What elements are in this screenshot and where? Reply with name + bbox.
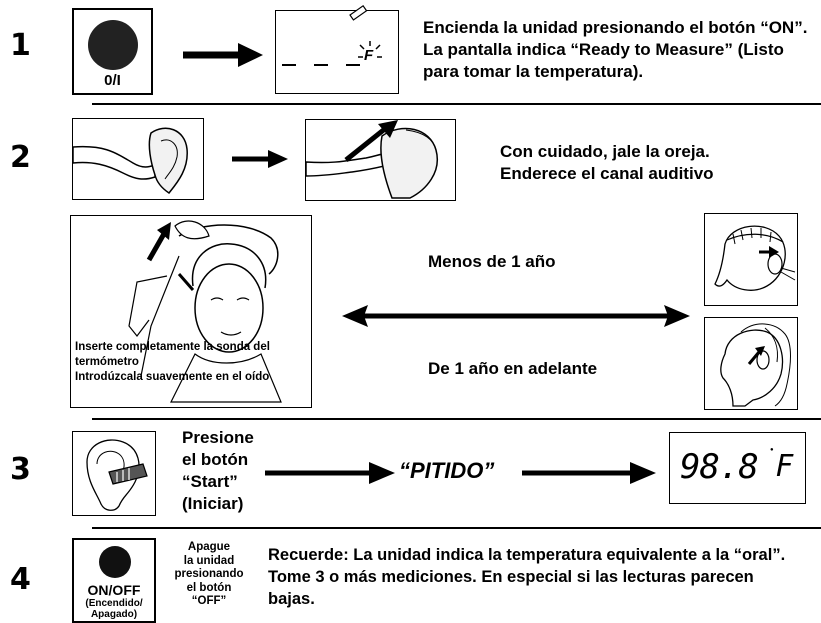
step2-line1: Con cuidado, jale la oreja.	[500, 142, 710, 161]
off-line2: la unidad	[183, 554, 235, 567]
under-one-label: Menos de 1 año	[428, 252, 556, 271]
step1-instructions: Encienda la unidad presionando el botón …	[423, 17, 821, 83]
divider-1	[92, 103, 821, 105]
temperature-display: 98.8 ● F	[669, 432, 806, 504]
adult-ear-pull-illustration	[704, 317, 798, 410]
press-line2: el botón	[182, 450, 249, 469]
arrow-right-icon-2	[232, 150, 288, 168]
degree-symbol: ●	[770, 447, 774, 453]
fahrenheit-symbol: F	[364, 47, 374, 64]
arrow-right-icon-4	[522, 462, 656, 484]
press-line4: (Iniciar)	[182, 494, 244, 513]
ear-canal-illustration-1	[72, 118, 204, 200]
on-off-sub1: (Encendido/	[85, 598, 143, 609]
adult-head-icon	[720, 323, 791, 407]
ready-display-icon	[282, 4, 382, 66]
step4-instructions: Recuerde: La unidad indica la temperatur…	[268, 544, 821, 610]
ear-canal-illustration-2	[305, 119, 456, 201]
insert-line2: termómetro	[75, 356, 139, 368]
on-off-sub2: Apagado)	[90, 609, 138, 620]
step4-line2: Tome 3 o más mediciones. En especial si …	[268, 568, 754, 586]
on-off-label: ON/OFF	[87, 582, 141, 598]
step1-line1: Encienda la unidad presionando el botón …	[423, 18, 808, 37]
arrow-right-icon	[183, 43, 263, 67]
infant-ear-pull-illustration	[704, 213, 798, 306]
step2-line2: Enderece el canal auditivo	[500, 164, 714, 183]
off-line3: presionando	[174, 568, 244, 580]
ear-probe-illustration	[72, 431, 156, 516]
insert-line3: Introdúzcala suavemente en el oído	[75, 371, 270, 383]
person-inserting-thermometer-icon	[128, 220, 282, 403]
ear-with-probe-icon	[86, 439, 148, 511]
power-button-icon-2	[99, 546, 131, 578]
insert-probe-illustration: Inserte completamente la sonda del termó…	[70, 215, 312, 408]
ear-pull-icon	[305, 120, 438, 199]
on-off-button-illustration-2: ON/OFF (Encendido/ Apagado)	[72, 538, 156, 623]
divider-3	[92, 527, 821, 529]
temperature-reading: 98.8	[680, 447, 759, 487]
step1-line2: La pantalla indica “Ready to Measure” (L…	[423, 40, 784, 59]
ear-canal-icon	[72, 127, 188, 195]
press-line1: Presione	[182, 428, 254, 447]
arrow-right-icon-3	[265, 462, 395, 484]
step1-line3: para tomar la temperatura).	[423, 62, 644, 81]
one-and-up-label: De 1 año en adelante	[428, 359, 598, 378]
on-off-button-illustration: 0/I	[72, 8, 153, 95]
button-label: 0/I	[104, 72, 121, 89]
step-number-1: 1	[10, 28, 31, 63]
insert-probe-caption: Inserte completamente la sonda del termó…	[75, 340, 270, 385]
off-line1: Apague	[187, 541, 231, 553]
press-start-text: Presione el botón “Start” (Iniciar)	[182, 427, 262, 515]
step-number-2: 2	[10, 140, 31, 175]
step-number-4: 4	[10, 562, 31, 597]
step4-line3: bajas.	[268, 590, 315, 608]
infant-head-icon	[714, 225, 796, 291]
press-line3: “Start”	[182, 472, 238, 491]
off-line4: el botón	[186, 581, 232, 594]
insert-line1: Inserte completamente la sonda del	[75, 341, 270, 353]
divider-2	[92, 418, 821, 420]
double-arrow-icon	[342, 305, 690, 327]
beep-label: “PITIDO”	[399, 458, 495, 483]
step-number-3: 3	[10, 452, 31, 487]
temperature-unit: F	[776, 449, 794, 484]
off-line5: “OFF”	[191, 595, 227, 607]
display-ready-illustration: F	[275, 4, 399, 94]
step2-instructions: Con cuidado, jale la oreja. Enderece el …	[500, 141, 714, 185]
power-button-icon	[88, 20, 138, 70]
turn-off-text: Apague la unidad presionando el botón “O…	[169, 541, 249, 609]
step4-line1: Recuerde: La unidad indica la temperatur…	[268, 546, 786, 564]
on-off-sublabel: (Encendido/ Apagado)	[74, 598, 154, 620]
